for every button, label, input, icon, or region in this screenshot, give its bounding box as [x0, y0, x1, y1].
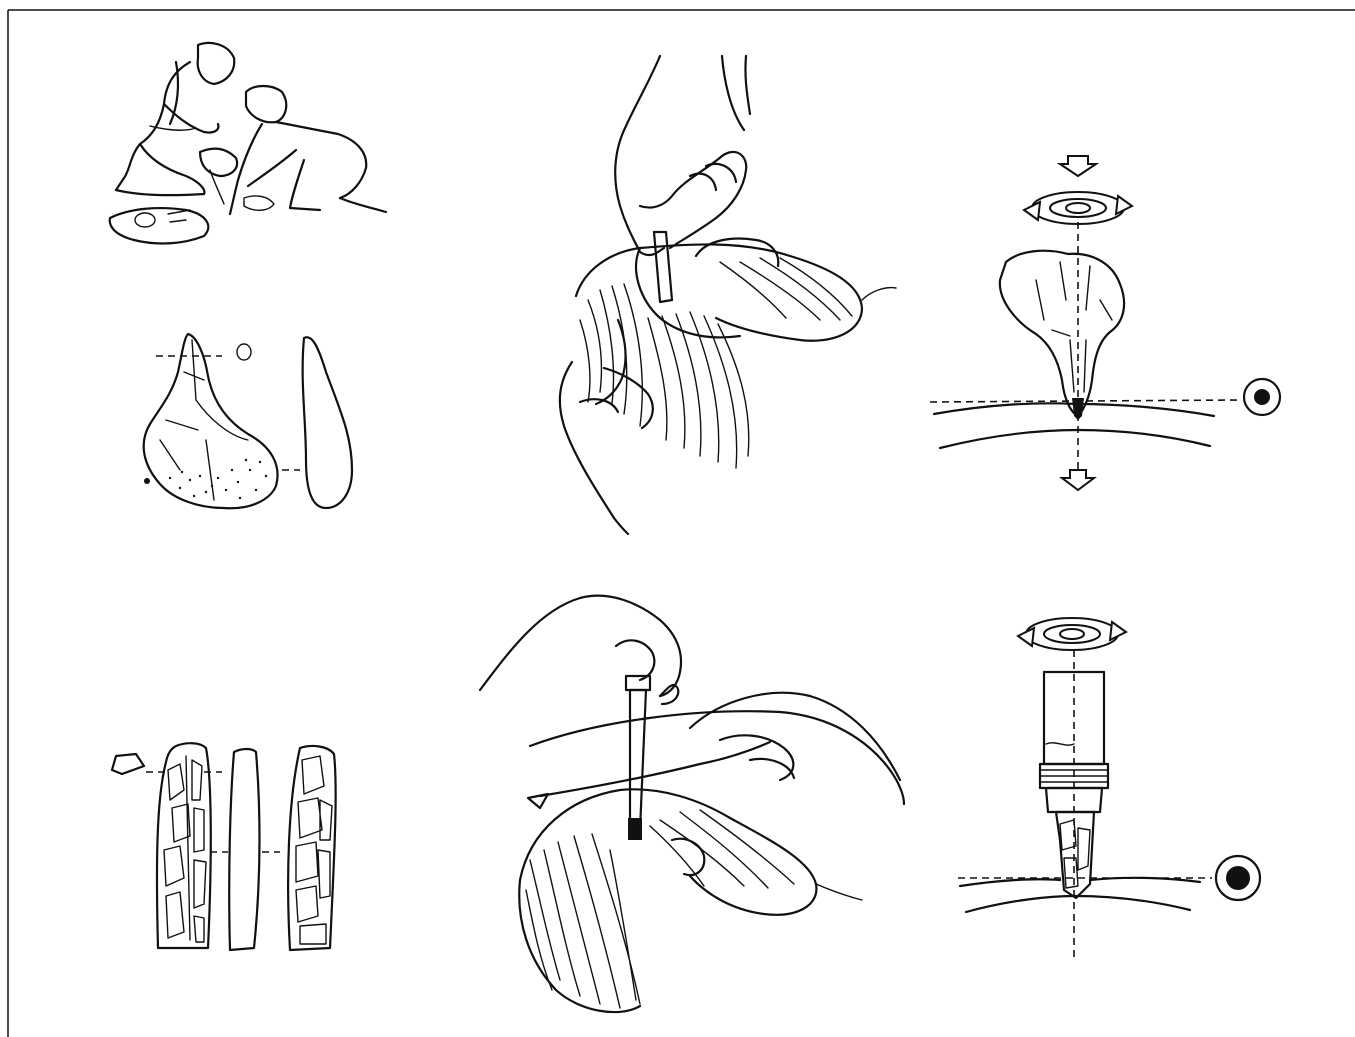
two-figures-working — [110, 43, 386, 244]
stipple-texture — [169, 459, 267, 499]
bow-drilling-skull — [480, 596, 904, 1012]
target-icon — [1244, 379, 1280, 415]
rotation-arrows-icon — [1024, 192, 1132, 224]
pointed-tool-views — [144, 334, 352, 508]
down-arrow-top-icon — [1060, 156, 1096, 176]
blade-tool-views — [112, 743, 336, 950]
rotation-schematic-2 — [958, 618, 1260, 960]
rotation-arrows-icon — [1018, 618, 1126, 650]
down-arrow-bottom-icon — [1062, 470, 1094, 490]
rotation-schematic-1 — [930, 156, 1280, 490]
hair-strokes — [580, 258, 852, 468]
hand-boring-skull — [560, 56, 896, 534]
hair-strokes-2 — [526, 810, 794, 1008]
target-icon — [1216, 856, 1260, 900]
